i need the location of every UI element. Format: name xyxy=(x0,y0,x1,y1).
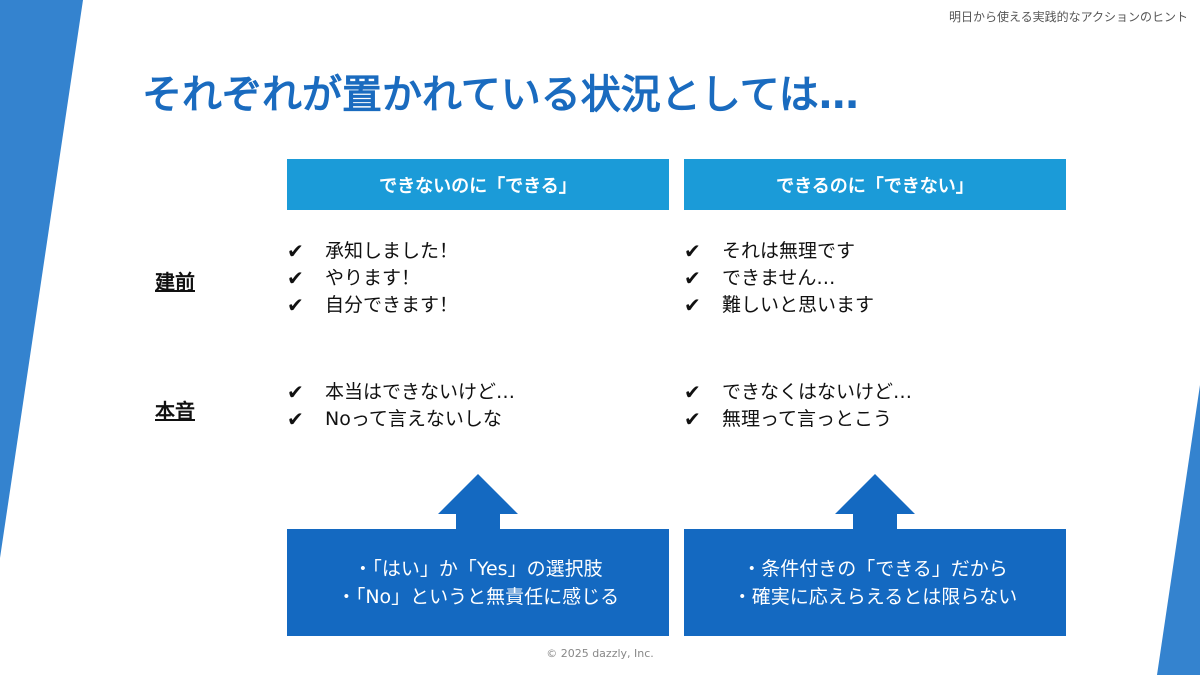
list-item-text: できなくはないけど… xyxy=(722,381,913,403)
list-item: ✔ できなくはないけど… xyxy=(684,379,912,406)
check-icon: ✔ xyxy=(287,266,304,290)
reason-line: ・「はい」か「Yes」の選択肢 xyxy=(353,557,603,580)
check-icon: ✔ xyxy=(287,407,304,431)
copyright-footer: © 2025 dazzly, Inc. xyxy=(546,647,654,660)
check-icon: ✔ xyxy=(287,293,304,317)
check-icon: ✔ xyxy=(684,407,701,431)
header-subtitle: 明日から使える実践的なアクションのヒント xyxy=(948,10,1188,24)
list-item-text: やります！ xyxy=(325,267,421,289)
list-item-text: 無理って言っとこう xyxy=(722,408,893,430)
list-item: ✔ 本当はできないけど… xyxy=(287,379,515,406)
honne-list-left: ✔ 本当はできないけど… ✔ Noって言えないしな xyxy=(287,379,515,433)
reason-box-right: ・条件付きの「できる」だから ・確実に応えらえるとは限らない xyxy=(684,529,1066,636)
check-icon: ✔ xyxy=(287,380,304,404)
list-item: ✔ 無理って言っとこう xyxy=(684,406,912,433)
page-title: それぞれが置かれている状況としては… xyxy=(142,72,859,118)
check-icon: ✔ xyxy=(684,380,701,404)
arrow-up-left xyxy=(438,474,518,529)
list-item: ✔ できません… xyxy=(684,265,874,292)
list-item-text: Noって言えないしな xyxy=(325,408,502,430)
check-icon: ✔ xyxy=(684,266,701,290)
left-accent-shape xyxy=(0,0,83,558)
list-item-text: できません… xyxy=(722,267,836,289)
list-item-text: 本当はできないけど… xyxy=(325,381,516,403)
arrow-up-right xyxy=(835,474,915,529)
list-item-text: 自分できます！ xyxy=(325,294,459,316)
reason-line: ・「No」というと無責任に感じる xyxy=(336,585,620,608)
tatemae-list-left: ✔ 承知しました！ ✔ やります！ ✔ 自分できます！ xyxy=(287,238,458,319)
list-item-text: 承知しました！ xyxy=(325,240,459,262)
row-label-tatemae: 建前 xyxy=(155,270,195,294)
row-label-honne: 本音 xyxy=(155,399,195,423)
check-icon: ✔ xyxy=(684,239,701,263)
list-item-text: それは無理です xyxy=(722,240,856,262)
list-item: ✔ それは無理です xyxy=(684,238,874,265)
list-item: ✔ Noって言えないしな xyxy=(287,406,515,433)
right-accent-shape xyxy=(1157,385,1200,675)
tatemae-list-right: ✔ それは無理です ✔ できません… ✔ 難しいと思います xyxy=(684,238,874,319)
list-item: ✔ やります！ xyxy=(287,265,458,292)
honne-list-right: ✔ できなくはないけど… ✔ 無理って言っとこう xyxy=(684,379,912,433)
list-item: ✔ 自分できます！ xyxy=(287,292,458,319)
list-item: ✔ 承知しました！ xyxy=(287,238,458,265)
reason-box-left: ・「はい」か「Yes」の選択肢 ・「No」というと無責任に感じる xyxy=(287,529,669,636)
column-heading-left: できないのに「できる」 xyxy=(287,159,669,210)
check-icon: ✔ xyxy=(287,239,304,263)
list-item-text: 難しいと思います xyxy=(722,294,875,316)
check-icon: ✔ xyxy=(684,293,701,317)
list-item: ✔ 難しいと思います xyxy=(684,292,874,319)
column-heading-right: できるのに「できない」 xyxy=(684,159,1066,210)
reason-line: ・条件付きの「できる」だから xyxy=(742,557,1008,580)
reason-line: ・確実に応えらえるとは限らない xyxy=(732,585,1018,608)
